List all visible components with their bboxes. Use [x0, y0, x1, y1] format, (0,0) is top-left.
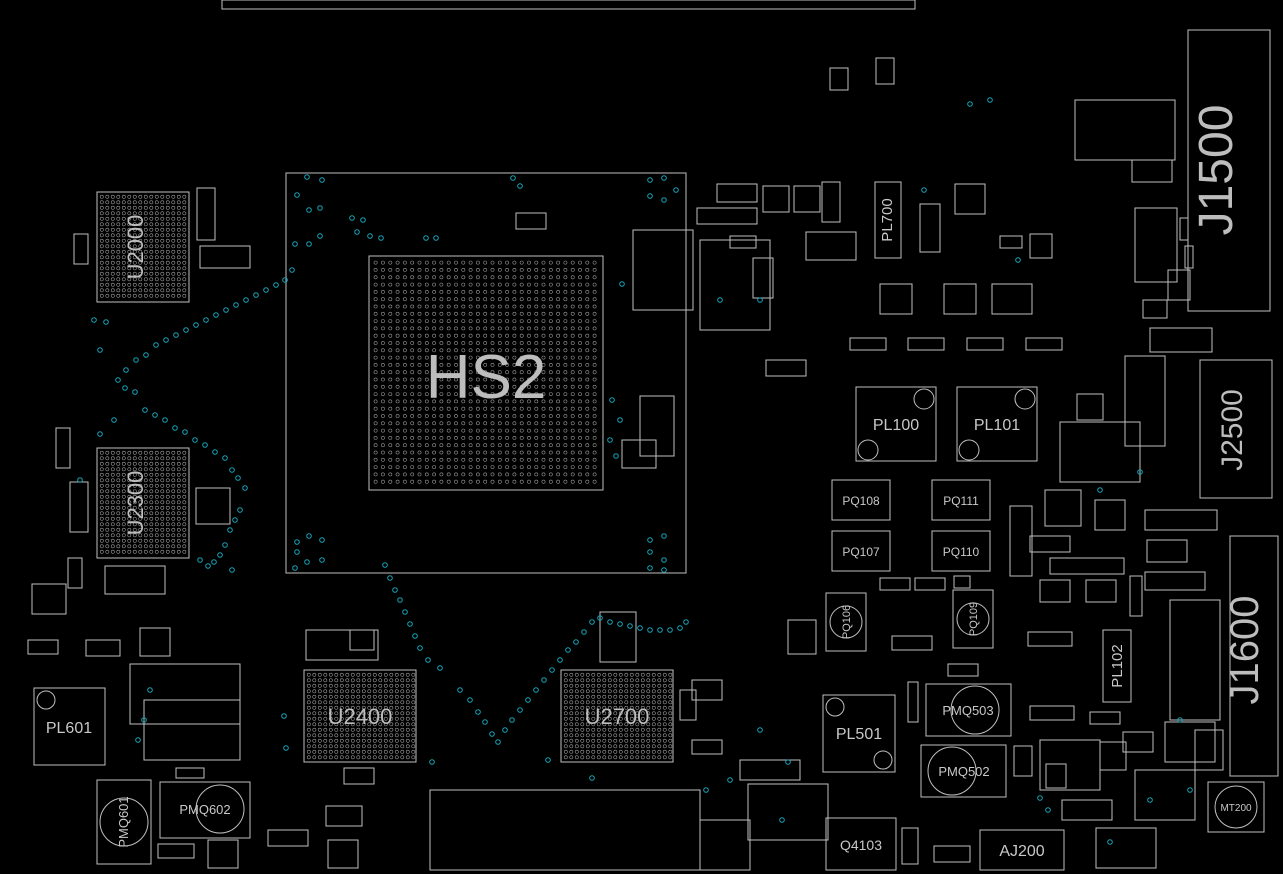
- transistor-label-pmq602: PMQ602: [179, 802, 230, 817]
- transistor-pq108[interactable]: PQ108: [831, 479, 891, 521]
- transistor-pmq602[interactable]: PMQ602: [159, 781, 251, 839]
- inductor-pl100[interactable]: PL100: [855, 386, 937, 462]
- passive-components: [27, 57, 1224, 871]
- part-label-q4103: Q4103: [840, 837, 882, 853]
- connector-j2500[interactable]: J2500: [1199, 359, 1273, 499]
- chip-label-u2000: U2000: [123, 215, 148, 280]
- chip-label-u2700: U2700: [585, 704, 650, 729]
- transistor-label-pq108: PQ108: [842, 494, 880, 508]
- connector-label-j2500: J2500: [1216, 389, 1249, 471]
- inductor-pl700[interactable]: PL700: [874, 181, 902, 259]
- chip-label-u2300: U2300: [123, 471, 148, 536]
- transistor-label-pq110: PQ110: [943, 545, 980, 559]
- transistor-label-pq107: PQ107: [842, 545, 880, 559]
- main-chip-label: HS2: [426, 343, 547, 412]
- top-edge-connector: [221, 0, 916, 10]
- inductor-label-pl501: PL501: [836, 726, 882, 743]
- transistor-pmq502[interactable]: PMQ502: [920, 744, 1007, 798]
- connector-label-j1500: J1500: [1190, 105, 1243, 236]
- chip-u2700[interactable]: U2700: [560, 669, 674, 763]
- transistor-pq109[interactable]: PQ109: [952, 589, 994, 649]
- transistor-pq111[interactable]: PQ111: [931, 479, 991, 521]
- part-label-mt200: MT200: [1220, 803, 1252, 814]
- transistor-label-pmq503: PMQ503: [942, 703, 993, 718]
- connector-j1500[interactable]: J1500: [1187, 29, 1271, 312]
- transistor-pmq601[interactable]: PMQ601: [96, 779, 152, 865]
- part-q4103[interactable]: Q4103: [825, 817, 897, 871]
- part-aj200[interactable]: AJ200: [979, 829, 1065, 871]
- inductor-label-pl601: PL601: [46, 720, 92, 737]
- transistor-label-pmq601: PMQ601: [116, 796, 131, 847]
- chip-u2000[interactable]: U2000: [96, 191, 190, 303]
- inductor-pl501[interactable]: PL501: [822, 694, 896, 773]
- chip-label-u2400: U2400: [328, 704, 393, 729]
- transistor-label-pq109: PQ109: [968, 602, 980, 636]
- inductor-pl101[interactable]: PL101: [956, 386, 1038, 462]
- connector-j1600[interactable]: J1600: [1223, 535, 1279, 777]
- inductor-pl102[interactable]: PL102: [1102, 629, 1132, 703]
- inductor-pl601[interactable]: PL601: [33, 687, 106, 766]
- inductor-label-pl101: PL101: [974, 417, 1020, 434]
- part-mt200[interactable]: MT200: [1207, 781, 1265, 833]
- transistor-label-pq111: PQ111: [943, 494, 979, 508]
- transistor-label-pq106: PQ106: [841, 605, 853, 639]
- transistor-label-pmq502: PMQ502: [938, 764, 989, 779]
- transistor-pq107[interactable]: PQ107: [831, 530, 891, 572]
- chip-u2300[interactable]: U2300: [96, 447, 190, 559]
- part-label-aj200: AJ200: [999, 843, 1044, 860]
- inductor-label-pl102: PL102: [1109, 644, 1126, 687]
- transistor-pq110[interactable]: PQ110: [931, 530, 991, 572]
- transistor-pq106[interactable]: PQ106: [825, 592, 867, 652]
- via-traces: [77, 97, 1193, 845]
- main-chip-hs2[interactable]: HS2: [285, 172, 687, 574]
- connector-label-j1600: J1600: [1223, 596, 1267, 705]
- transistor-pmq503[interactable]: PMQ503: [925, 683, 1012, 737]
- inductor-label-pl700: PL700: [879, 198, 896, 241]
- chip-u2400[interactable]: U2400: [303, 669, 417, 763]
- inductor-label-pl100: PL100: [873, 417, 919, 434]
